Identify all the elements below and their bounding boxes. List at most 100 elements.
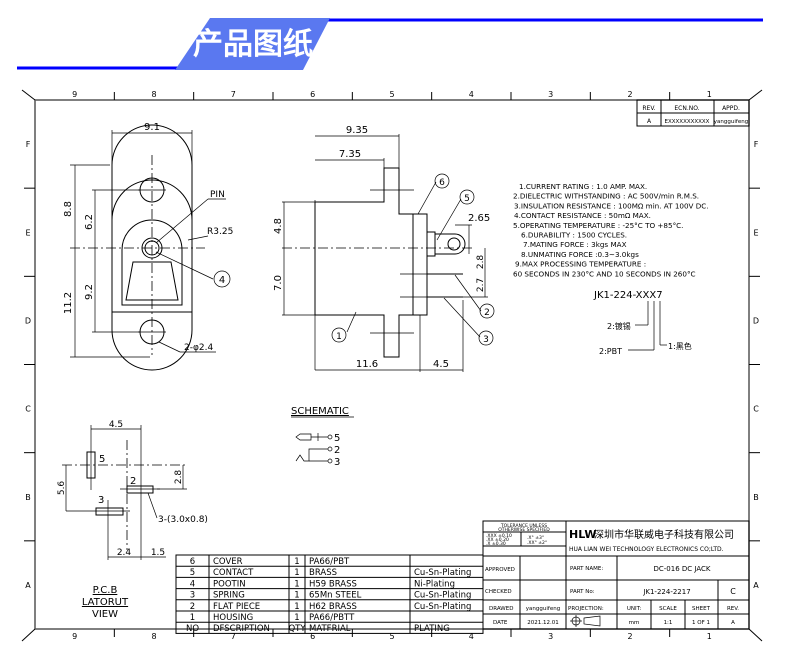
spec-line: 7.MATING FORCE : 3kgs MAX xyxy=(523,240,627,249)
spec-line: 9.MAX PROCESSING TEMPERATURE : xyxy=(515,260,646,269)
column-label-bottom: 2 xyxy=(627,632,632,641)
spec-line: 4.CONTACT RESISTANCE : 50mΩ MAX. xyxy=(514,211,651,220)
part-option-plating: 2:镀锡 xyxy=(607,321,631,331)
bom-cell: DFSCRIPTION xyxy=(213,624,270,634)
row-label-right: C xyxy=(753,405,759,414)
pcb-dim-right: 2.8 xyxy=(174,470,184,485)
dim-lower: 11.2 xyxy=(63,292,74,314)
row-label-left: E xyxy=(25,228,30,237)
callout-5: 5 xyxy=(464,194,470,204)
row-label-left: D xyxy=(25,316,31,325)
scale-value: 1:1 xyxy=(664,620,673,626)
column-label-top: 9 xyxy=(72,90,77,99)
pcb-pin-5: 5 xyxy=(99,454,105,465)
drawed-label: DRAWED xyxy=(489,606,513,612)
bom-cell: 4 xyxy=(190,579,195,589)
company-logo: HLW xyxy=(569,528,597,541)
dim-pitch1: 2.8 xyxy=(476,255,486,270)
bom-row: 2 FLAT PIECE 1 H62 BRASS Cu-Sn-Plating xyxy=(190,602,472,612)
projection-label: PROJECTION: xyxy=(568,606,604,612)
bom-cell: Ni-Plating xyxy=(414,579,455,589)
dim-flange: 7.35 xyxy=(339,149,361,160)
pcb-layout: 4.5 5 2 2.8 3 5.6 3-(3.0x0.8) 2.4 1.5 P.… xyxy=(57,420,208,620)
bom-cell: FLAT PIECE xyxy=(213,602,260,612)
part-name-label: PART NAME: xyxy=(570,566,603,572)
bom-cell: H62 BRASS xyxy=(309,602,357,612)
scale-label: SCALE xyxy=(659,606,677,612)
callout-1: 1 xyxy=(336,332,342,342)
dim-upper-side: 4.8 xyxy=(273,218,284,234)
callout-2: 2 xyxy=(484,308,490,318)
part-rev: C xyxy=(730,587,736,596)
bom-cell: Cu-Sn-Plating xyxy=(414,591,471,601)
approved-label: APPROVED xyxy=(485,567,515,573)
column-label-bottom: 5 xyxy=(389,632,394,641)
spec-line: 6.DURABILITY : 1500 CYCLES. xyxy=(521,231,627,240)
pin-label: PIN xyxy=(210,190,225,200)
column-label-top: 8 xyxy=(151,90,156,99)
row-label-right: E xyxy=(753,228,758,237)
date-label: DATE xyxy=(493,620,508,626)
bom-cell: CONTACT xyxy=(213,568,254,578)
column-label-top: 3 xyxy=(548,90,553,99)
rev-value-ecn: EXXXXXXXXXXX xyxy=(665,119,710,125)
unit-label: UNIT: xyxy=(627,606,642,612)
rev-value-rev: A xyxy=(647,118,652,125)
column-label-bottom: 3 xyxy=(548,632,553,641)
part-code: JK1-224-XXX7 xyxy=(593,290,663,301)
pcb-dim-br: 1.5 xyxy=(151,548,165,558)
column-label-bottom: 1 xyxy=(707,632,712,641)
column-label-top: 5 xyxy=(389,90,394,99)
bom-cell: PA66/PBT xyxy=(309,557,350,567)
projection-symbol-icon xyxy=(570,615,601,627)
revision-table: REV. ECN.NO. APPD. A EXXXXXXXXXXX yanggu… xyxy=(636,99,750,127)
pcb-dim-bl: 2.4 xyxy=(117,548,132,558)
bom-cell: 1 xyxy=(294,602,299,612)
schematic-pin-5: 5 xyxy=(334,433,340,444)
bom-cell: QTY xyxy=(288,624,306,634)
bom-cell: 6 xyxy=(190,557,195,567)
company-name-cn: 深圳市华联威电子科技有限公司 xyxy=(594,528,734,541)
rev-header-appd: APPD. xyxy=(722,105,740,112)
bom-cell: Cu-Sn-Plating xyxy=(414,602,471,612)
bom-cell: H59 BRASS xyxy=(309,579,357,589)
column-label-bottom: 4 xyxy=(469,632,474,641)
part-no: JK1-224-2217 xyxy=(642,588,690,596)
sheet-value: 1 OF 1 xyxy=(692,620,710,626)
tolerance-ang-1: .X° ±3° xyxy=(527,535,544,541)
checked-label: CHECKED xyxy=(485,589,512,595)
bom-cell: 1 xyxy=(294,613,299,623)
dim-pin-width: 2.65 xyxy=(468,213,490,224)
dim-tail-len: 4.5 xyxy=(433,359,449,370)
rev-label: REV. xyxy=(727,606,739,612)
row-label-left: C xyxy=(25,405,31,414)
pcb-title-2: LATORUT xyxy=(82,597,129,608)
bom-cell: SPRING xyxy=(213,591,245,601)
column-label-top: 6 xyxy=(310,90,315,99)
callout-6: 6 xyxy=(439,178,445,188)
callout-4: 4 xyxy=(219,275,225,286)
spec-line: 5.OPERATING TEMPERATURE : -25°C TO +85°C… xyxy=(513,221,683,230)
bom-cell: COVER xyxy=(213,557,243,567)
spec-line: 1.CURRENT RATING : 1.0 AMP. MAX. xyxy=(519,182,647,191)
bom-cell: 2 xyxy=(190,602,195,612)
column-label-bottom: 7 xyxy=(231,632,236,641)
drawed-by: yangguifeng xyxy=(526,606,560,612)
bom-cell: 1 xyxy=(294,591,299,601)
column-label-top: 7 xyxy=(231,90,236,99)
row-label-left: B xyxy=(25,493,31,502)
schematic-pin-2: 2 xyxy=(334,445,340,456)
row-label-right: B xyxy=(753,493,759,502)
rev-value: A xyxy=(731,620,735,626)
column-label-bottom: 6 xyxy=(310,632,315,641)
bom-cell: 65Mn STEEL xyxy=(309,591,362,601)
tolerance-lin-3: .X ±0.30 xyxy=(486,541,506,547)
row-label-right: F xyxy=(754,140,759,149)
bom-cell: PA66/PBTT xyxy=(309,613,355,623)
row-label-right: D xyxy=(753,316,759,325)
tolerance-lin-2: .XX ±0.20 xyxy=(486,537,509,543)
